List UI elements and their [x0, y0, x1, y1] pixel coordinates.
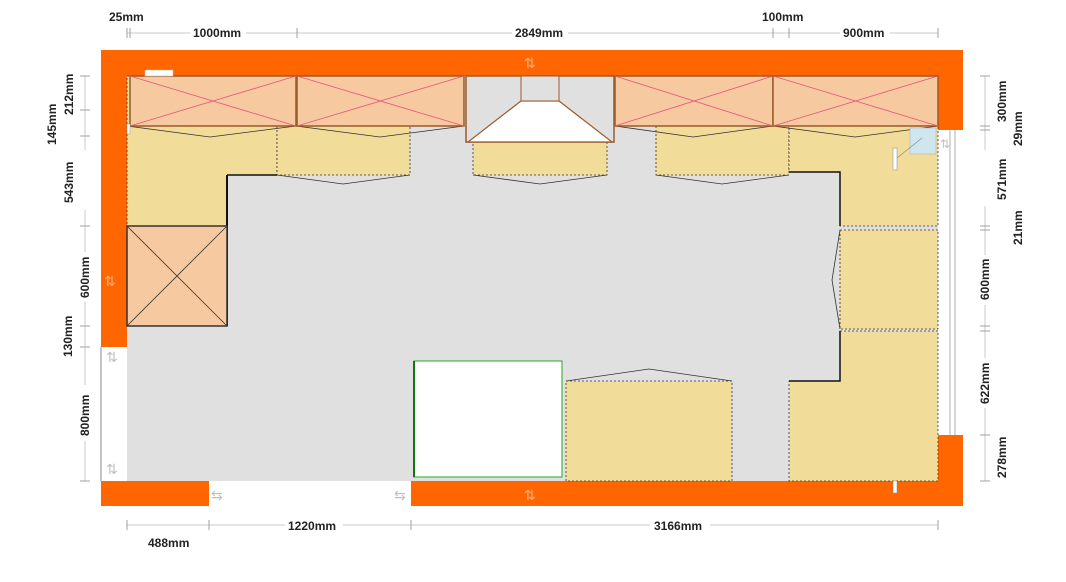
dim-top-1000: 1000mm [193, 26, 241, 40]
wall-right-upper [938, 50, 963, 130]
dim-right-21: 21mm [1011, 210, 1025, 245]
dim-bottom-3166: 3166mm [654, 519, 702, 533]
wall-top [101, 50, 963, 76]
wall-arrow-icon: ⇅ [524, 55, 536, 71]
wall-bottom-left [101, 481, 209, 506]
cabinet-door-line [472, 174, 608, 185]
dim-left-130: 130mm [61, 316, 75, 357]
dim-top-25: 25mm [109, 10, 144, 24]
left-doorway[interactable] [101, 347, 127, 481]
floor-marker [892, 480, 898, 494]
sink-icon [909, 127, 937, 155]
dim-right-300: 300mm [995, 81, 1009, 122]
door-arrow-icon: ⇆ [211, 487, 223, 503]
dim-bottom-488: 488mm [148, 536, 189, 550]
dim-right-600: 600mm [978, 259, 992, 300]
base-cabinet-right-middle[interactable] [839, 229, 939, 330]
dim-left-212: 212mm [62, 74, 76, 115]
dim-top-2849: 2849mm [515, 26, 563, 40]
dim-left-800: 800mm [78, 395, 92, 436]
wall-marker [126, 123, 131, 135]
faucet-marker [892, 147, 898, 171]
bottom-doorway[interactable] [209, 481, 411, 506]
wall-arrow-icon: ⇅ [104, 273, 116, 289]
window-arrow-icon: ⇅ [940, 137, 950, 151]
cabinet-door-line [655, 174, 790, 185]
wall-bottom-right [411, 481, 963, 506]
dim-right-278: 278mm [995, 437, 1009, 478]
wall-arrow-icon: ⇅ [524, 487, 536, 503]
dim-left-145: 145mm [45, 104, 59, 145]
fridge-appliance[interactable] [413, 360, 563, 478]
door-arrow-icon: ⇅ [106, 461, 118, 477]
door-arrow-icon: ⇅ [106, 349, 118, 365]
cabinet-door-line [789, 331, 841, 382]
cabinet-door-line [789, 171, 841, 226]
cabinet-door-line [565, 368, 733, 382]
dim-top-900: 900mm [843, 26, 884, 40]
cabinet-door-line [126, 125, 297, 138]
cabinet-door-line [831, 229, 841, 330]
dim-right-622: 622mm [978, 363, 992, 404]
cabinet-door-line [276, 174, 411, 185]
dim-bottom-1220: 1220mm [288, 519, 336, 533]
base-cabinet-bottom-island[interactable] [565, 380, 733, 482]
door-arrow-icon: ⇆ [394, 487, 406, 503]
dim-right-29: 29mm [1011, 111, 1025, 146]
dim-left-600: 600mm [78, 257, 92, 298]
cabinet-door-line [295, 125, 465, 138]
wall-left-upper [101, 50, 127, 347]
cabinet-door-line [614, 125, 774, 138]
dim-top-100: 100mm [762, 10, 803, 24]
dim-left-543: 543mm [62, 162, 76, 203]
dim-right-571: 571mm [995, 159, 1009, 200]
wall-outlet-marker [144, 69, 174, 77]
